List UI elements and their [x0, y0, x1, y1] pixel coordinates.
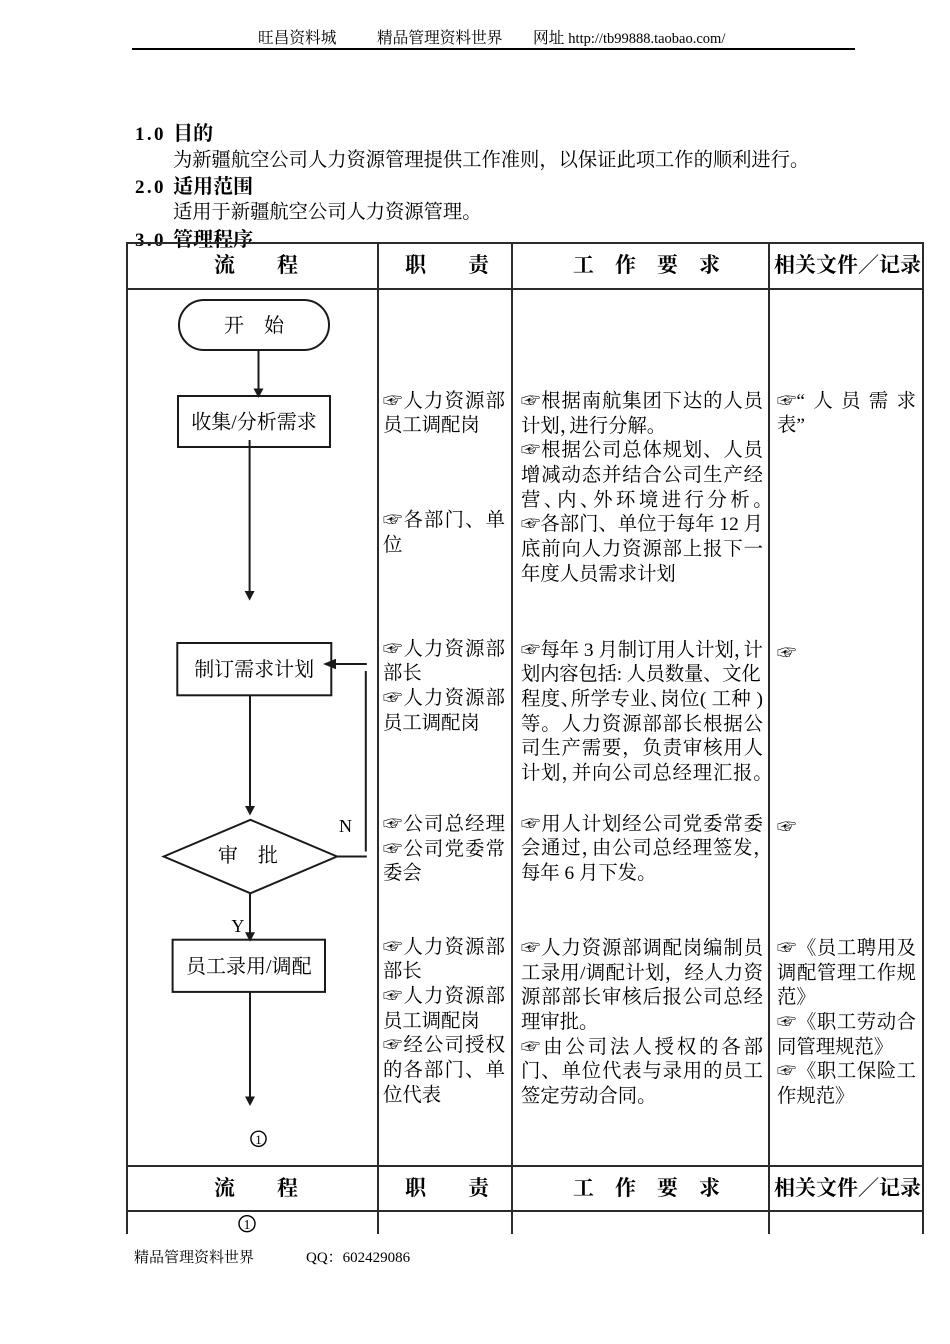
svg-text:收集/分析需求: 收集/分析需求 — [191, 411, 317, 434]
svg-text:1: 1 — [255, 1132, 262, 1147]
svg-text:审 批: 审 批 — [218, 844, 278, 867]
svg-text:制订需求计划: 制订需求计划 — [194, 658, 314, 681]
svg-text:开 始: 开 始 — [224, 314, 285, 337]
svg-text:Y: Y — [231, 916, 244, 936]
svg-text:员工录用/调配: 员工录用/调配 — [186, 955, 312, 978]
svg-text:1: 1 — [244, 1218, 251, 1233]
svg-text:N: N — [339, 816, 352, 836]
